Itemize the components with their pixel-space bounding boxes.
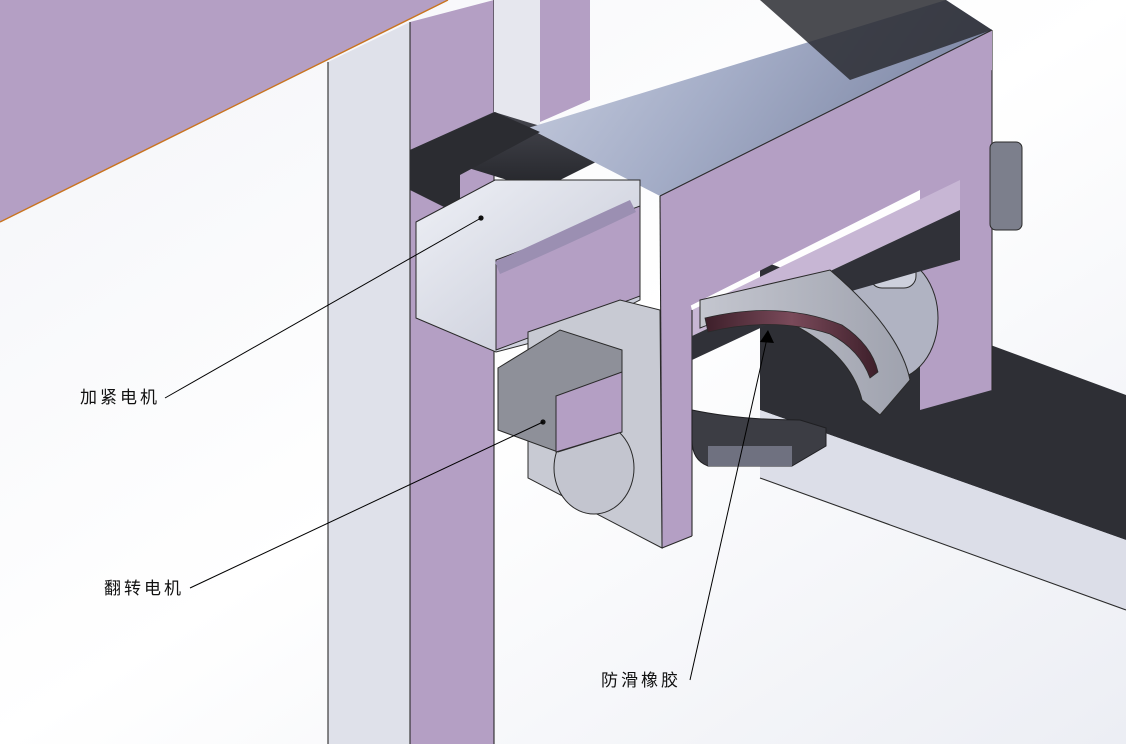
beam-shadow [760, 0, 992, 80]
motor-groove [495, 200, 636, 274]
rear-post-face [494, 0, 540, 130]
left-rail [328, 22, 410, 744]
leader-arrowhead [760, 330, 774, 343]
label-flip-motor: 翻转电机 [104, 579, 184, 599]
antislip-rubber-strip [704, 310, 879, 379]
leader-clamp-motor [164, 217, 482, 399]
bracket-leg [660, 196, 692, 548]
back-rail-light [760, 410, 1126, 610]
leader-flip-motor [189, 421, 544, 589]
right-knob [989, 141, 1023, 231]
vertical-post [410, 0, 494, 744]
front-bracket [660, 30, 992, 320]
rail-behind-motor [410, 112, 540, 215]
label-antislip-rubber: 防滑橡胶 [601, 671, 681, 691]
jaw-lower-face [708, 446, 792, 466]
flip-motor-side [555, 371, 623, 453]
rear-post [540, 0, 590, 122]
panel-edge [0, 0, 449, 223]
leader-antislip-rubber [689, 333, 769, 681]
label-clamp-motor: 加紧电机 [80, 388, 160, 408]
